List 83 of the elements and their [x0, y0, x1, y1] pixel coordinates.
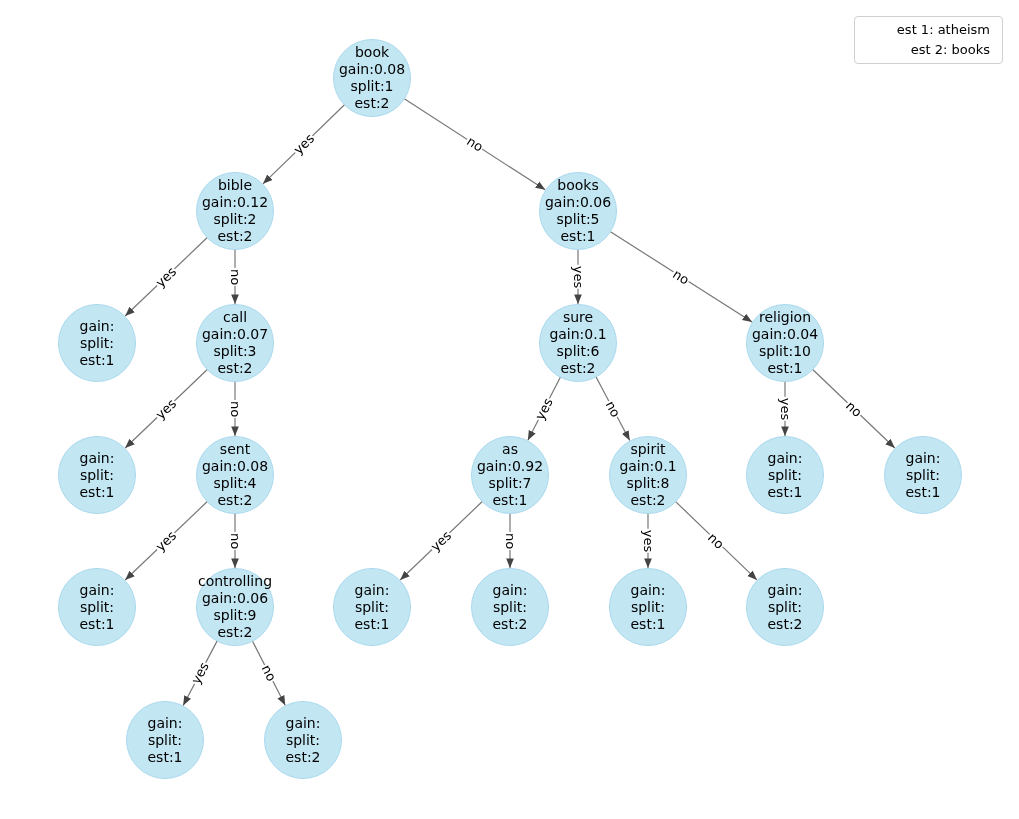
legend-text: est 2: books [910, 41, 990, 59]
node-text: split: [79, 334, 115, 352]
node-text: sent [219, 441, 251, 458]
node-text: gain:0.1 [619, 458, 677, 475]
node-text: split: [630, 598, 666, 616]
node-text: split: [767, 466, 803, 484]
node-text: split:8 [626, 475, 670, 492]
arrow [674, 500, 758, 581]
node-text: est:2 [630, 492, 666, 509]
node-text: split:1 [350, 78, 394, 95]
node-text: bible [217, 177, 253, 194]
node-text: gain: [285, 714, 321, 732]
legend-text: est 1: atheism [896, 21, 990, 39]
node-text: gain: [630, 581, 666, 599]
node-text: controlling [197, 573, 273, 590]
node-text: call [222, 309, 248, 326]
node-text: gain:0.06 [201, 590, 269, 607]
node-text: split:10 [759, 343, 811, 360]
node-text: as [502, 441, 518, 458]
node-text: split:2 [213, 211, 257, 228]
node-text: gain:0.06 [544, 194, 612, 211]
node-text: est:1 [560, 228, 596, 245]
node-text: split:6 [556, 343, 600, 360]
node-text: split:9 [213, 607, 257, 624]
node-text: est:2 [217, 360, 253, 377]
node-text: gain: [79, 581, 115, 599]
node-text: gain: [354, 581, 390, 599]
node-text: split: [285, 731, 321, 749]
node-text: split: [79, 466, 115, 484]
arrow [231, 380, 239, 437]
arrow [609, 230, 753, 323]
node-text: gain: [767, 449, 803, 467]
node-text: est:1 [767, 360, 803, 377]
node-text: gain:0.07 [201, 326, 269, 343]
node-text: split:4 [213, 475, 257, 492]
node-text: books [557, 177, 599, 194]
node-text: gain:0.08 [201, 458, 269, 475]
node-text: est:2 [767, 615, 803, 633]
node-text: est:2 [354, 95, 390, 112]
node-text: gain:0.12 [201, 194, 269, 211]
node-text: est:1 [354, 615, 390, 633]
node-text: gain: [79, 449, 115, 467]
node-text: split: [767, 598, 803, 616]
node-text: est:1 [79, 483, 115, 501]
arrow [231, 248, 239, 305]
node-text: gain:0.1 [549, 326, 607, 343]
node-text: split:5 [556, 211, 600, 228]
node-text: est:2 [217, 624, 253, 641]
node-text: est:2 [217, 492, 253, 509]
node-text: gain: [492, 581, 528, 599]
node-text: religion [758, 309, 812, 326]
node-text: split: [79, 598, 115, 616]
node-text: split: [905, 466, 941, 484]
arrow [231, 512, 239, 569]
node-text: split: [492, 598, 528, 616]
node-text: split: [147, 731, 183, 749]
node-text: spirit [630, 441, 666, 458]
node-text: gain:0.04 [751, 326, 819, 343]
node-text: gain: [79, 317, 115, 335]
node-text: est:1 [79, 615, 115, 633]
node-text: split: [354, 598, 390, 616]
node-text: gain:0.08 [338, 61, 406, 78]
arrow [811, 368, 896, 449]
node-text: sure [562, 309, 594, 326]
node-text: gain: [905, 449, 941, 467]
node-text: gain: [767, 581, 803, 599]
node-text: est:2 [285, 748, 321, 766]
node-text: est:2 [492, 615, 528, 633]
node-text: split:3 [213, 343, 257, 360]
node-text: gain:0.92 [476, 458, 544, 475]
node-text: est:2 [217, 228, 253, 245]
node-text: est:1 [630, 615, 666, 633]
node-text: split:7 [488, 475, 532, 492]
node-text: book [354, 44, 390, 61]
node-text: est:1 [79, 351, 115, 369]
node-text: est:1 [905, 483, 941, 501]
arrow [506, 512, 514, 569]
node-text: est:1 [147, 748, 183, 766]
node-text: est:1 [492, 492, 528, 509]
node-text: est:1 [767, 483, 803, 501]
arrow [403, 98, 546, 191]
node-text: gain: [147, 714, 183, 732]
node-text: est:2 [560, 360, 596, 377]
